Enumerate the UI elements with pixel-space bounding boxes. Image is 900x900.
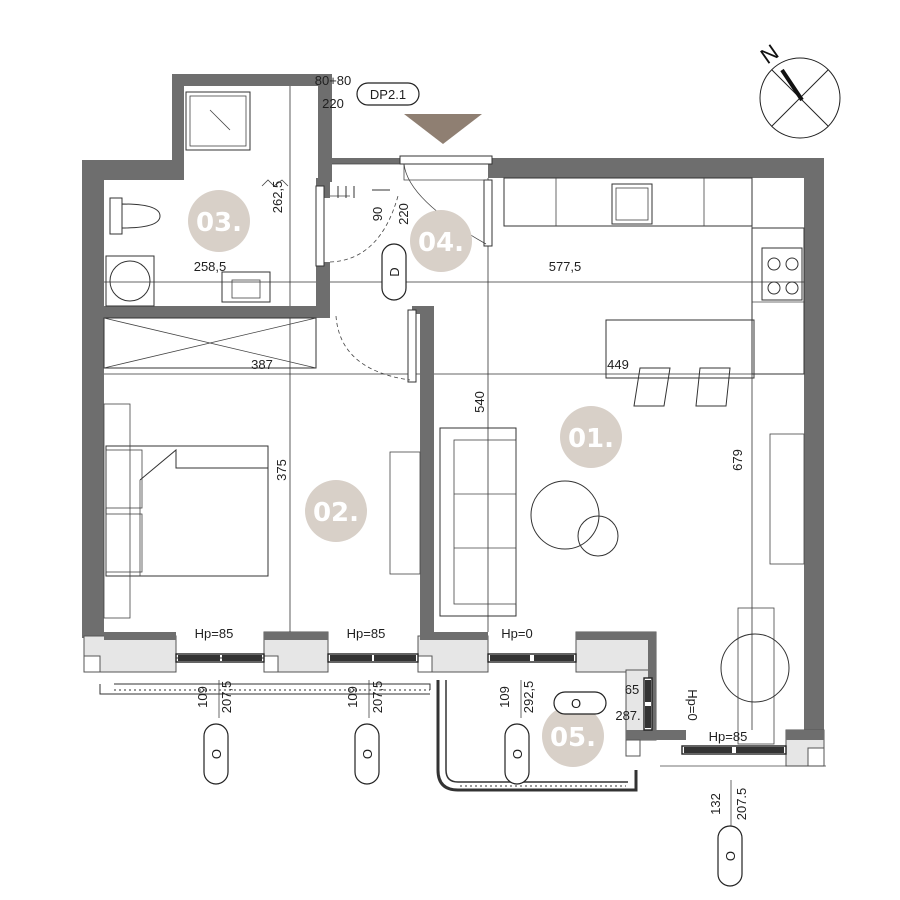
- dim-540: 540: [472, 391, 487, 413]
- svg-text:O: O: [723, 851, 738, 861]
- window-tag-o2: O: [354, 723, 380, 785]
- window-2: [327, 653, 419, 663]
- washbasin: [221, 271, 271, 303]
- bathroom-door: [315, 185, 399, 267]
- sill-287-w4: 287.: [615, 708, 640, 723]
- door-tag-d1: D: [381, 243, 407, 301]
- room-number-02: 02.: [313, 498, 359, 528]
- room-badge-04: [410, 210, 472, 272]
- svg-text:O: O: [360, 749, 375, 759]
- windows: [175, 653, 787, 755]
- window-label-hp0-b: Hp=0: [685, 689, 700, 720]
- toilet: [109, 197, 161, 235]
- dim-577-5: 577,5: [549, 259, 582, 274]
- kitchen-island: [605, 319, 755, 379]
- shower-drain-mark: [261, 179, 289, 187]
- wardrobe: [103, 317, 317, 369]
- dim-262-5: 262,5: [270, 181, 285, 214]
- room-badges: 01. 02. 03. 04. 05.: [188, 190, 622, 767]
- sofa: [439, 427, 517, 617]
- dim-90: 90: [370, 207, 385, 221]
- dining-set: [720, 607, 790, 745]
- dimension-lines: [104, 86, 804, 730]
- window-label-hp85-b: Hp=85: [347, 626, 386, 641]
- coffee-tables: [530, 480, 619, 557]
- svg-text:O: O: [510, 749, 525, 759]
- room-number-03: 03.: [196, 208, 242, 238]
- bed: [105, 445, 269, 577]
- window-tag-o3: O: [504, 723, 530, 785]
- dim-449: 449: [607, 357, 629, 372]
- svg-text:O: O: [209, 749, 224, 759]
- dim-220-b: 220: [396, 203, 411, 225]
- sill-65-w4: 65: [625, 682, 639, 697]
- sill-292-5-w3: 292,5: [521, 681, 536, 714]
- dim-375: 375: [274, 459, 289, 481]
- svg-text:O: O: [571, 696, 581, 711]
- dim-387: 387: [251, 357, 273, 372]
- room-badge-03: [188, 190, 250, 252]
- window-label-hp0-a: Hp=0: [501, 626, 532, 641]
- room-badge-05: [542, 705, 604, 767]
- room-badge-02: [305, 480, 367, 542]
- entrance-marker: [404, 114, 482, 144]
- sill-109-w2: 109: [345, 686, 360, 708]
- dim-258-5: 258,5: [194, 259, 227, 274]
- window-tag-o5: O: [717, 825, 743, 887]
- sill-207-5-w5: 207.5: [734, 788, 749, 821]
- window-tag-o4: O: [553, 691, 607, 715]
- exterior-walls: [82, 74, 824, 738]
- window-3-door: [487, 653, 577, 663]
- tv-unit: [769, 433, 805, 565]
- shower: [185, 91, 251, 151]
- room-number-01: 01.: [568, 424, 614, 454]
- cooktop: [761, 247, 803, 301]
- room-badge-01: [560, 406, 622, 468]
- sill-132-w5: 132: [708, 793, 723, 815]
- sill-109-w1: 109: [195, 686, 210, 708]
- top-dim-80-80: 80+80: [315, 73, 352, 88]
- top-dim-220: 220: [322, 96, 344, 111]
- room-number-05: 05.: [550, 723, 596, 753]
- kitchen-counter: [503, 177, 805, 375]
- sill-207-5-w1: 207,5: [219, 681, 234, 714]
- north-compass: N: [756, 39, 841, 139]
- svg-text:DP2.1: DP2.1: [370, 87, 406, 102]
- room-number-04: 04.: [418, 228, 464, 258]
- window-5: [681, 745, 787, 755]
- bedroom-desk: [389, 451, 421, 575]
- sill-109-w3: 109: [497, 686, 512, 708]
- window-1: [175, 653, 265, 663]
- svg-text:D: D: [387, 267, 402, 276]
- window-tag-o1: O: [203, 723, 229, 785]
- washing-machine: [105, 255, 155, 307]
- nightstand-strip: [103, 403, 131, 619]
- window-4-door: [643, 677, 653, 731]
- window-label-hp85-a: Hp=85: [195, 626, 234, 641]
- bar-stools: [633, 367, 731, 407]
- pier-notches: [83, 655, 825, 767]
- dim-679: 679: [730, 449, 745, 471]
- window-label-hp85-c: Hp=85: [709, 729, 748, 744]
- radiator-marks: [337, 186, 390, 198]
- bedroom-door: [335, 309, 417, 383]
- door-tag: DP2.1: [356, 82, 420, 106]
- sill-207-5-w2: 207,5: [370, 681, 385, 714]
